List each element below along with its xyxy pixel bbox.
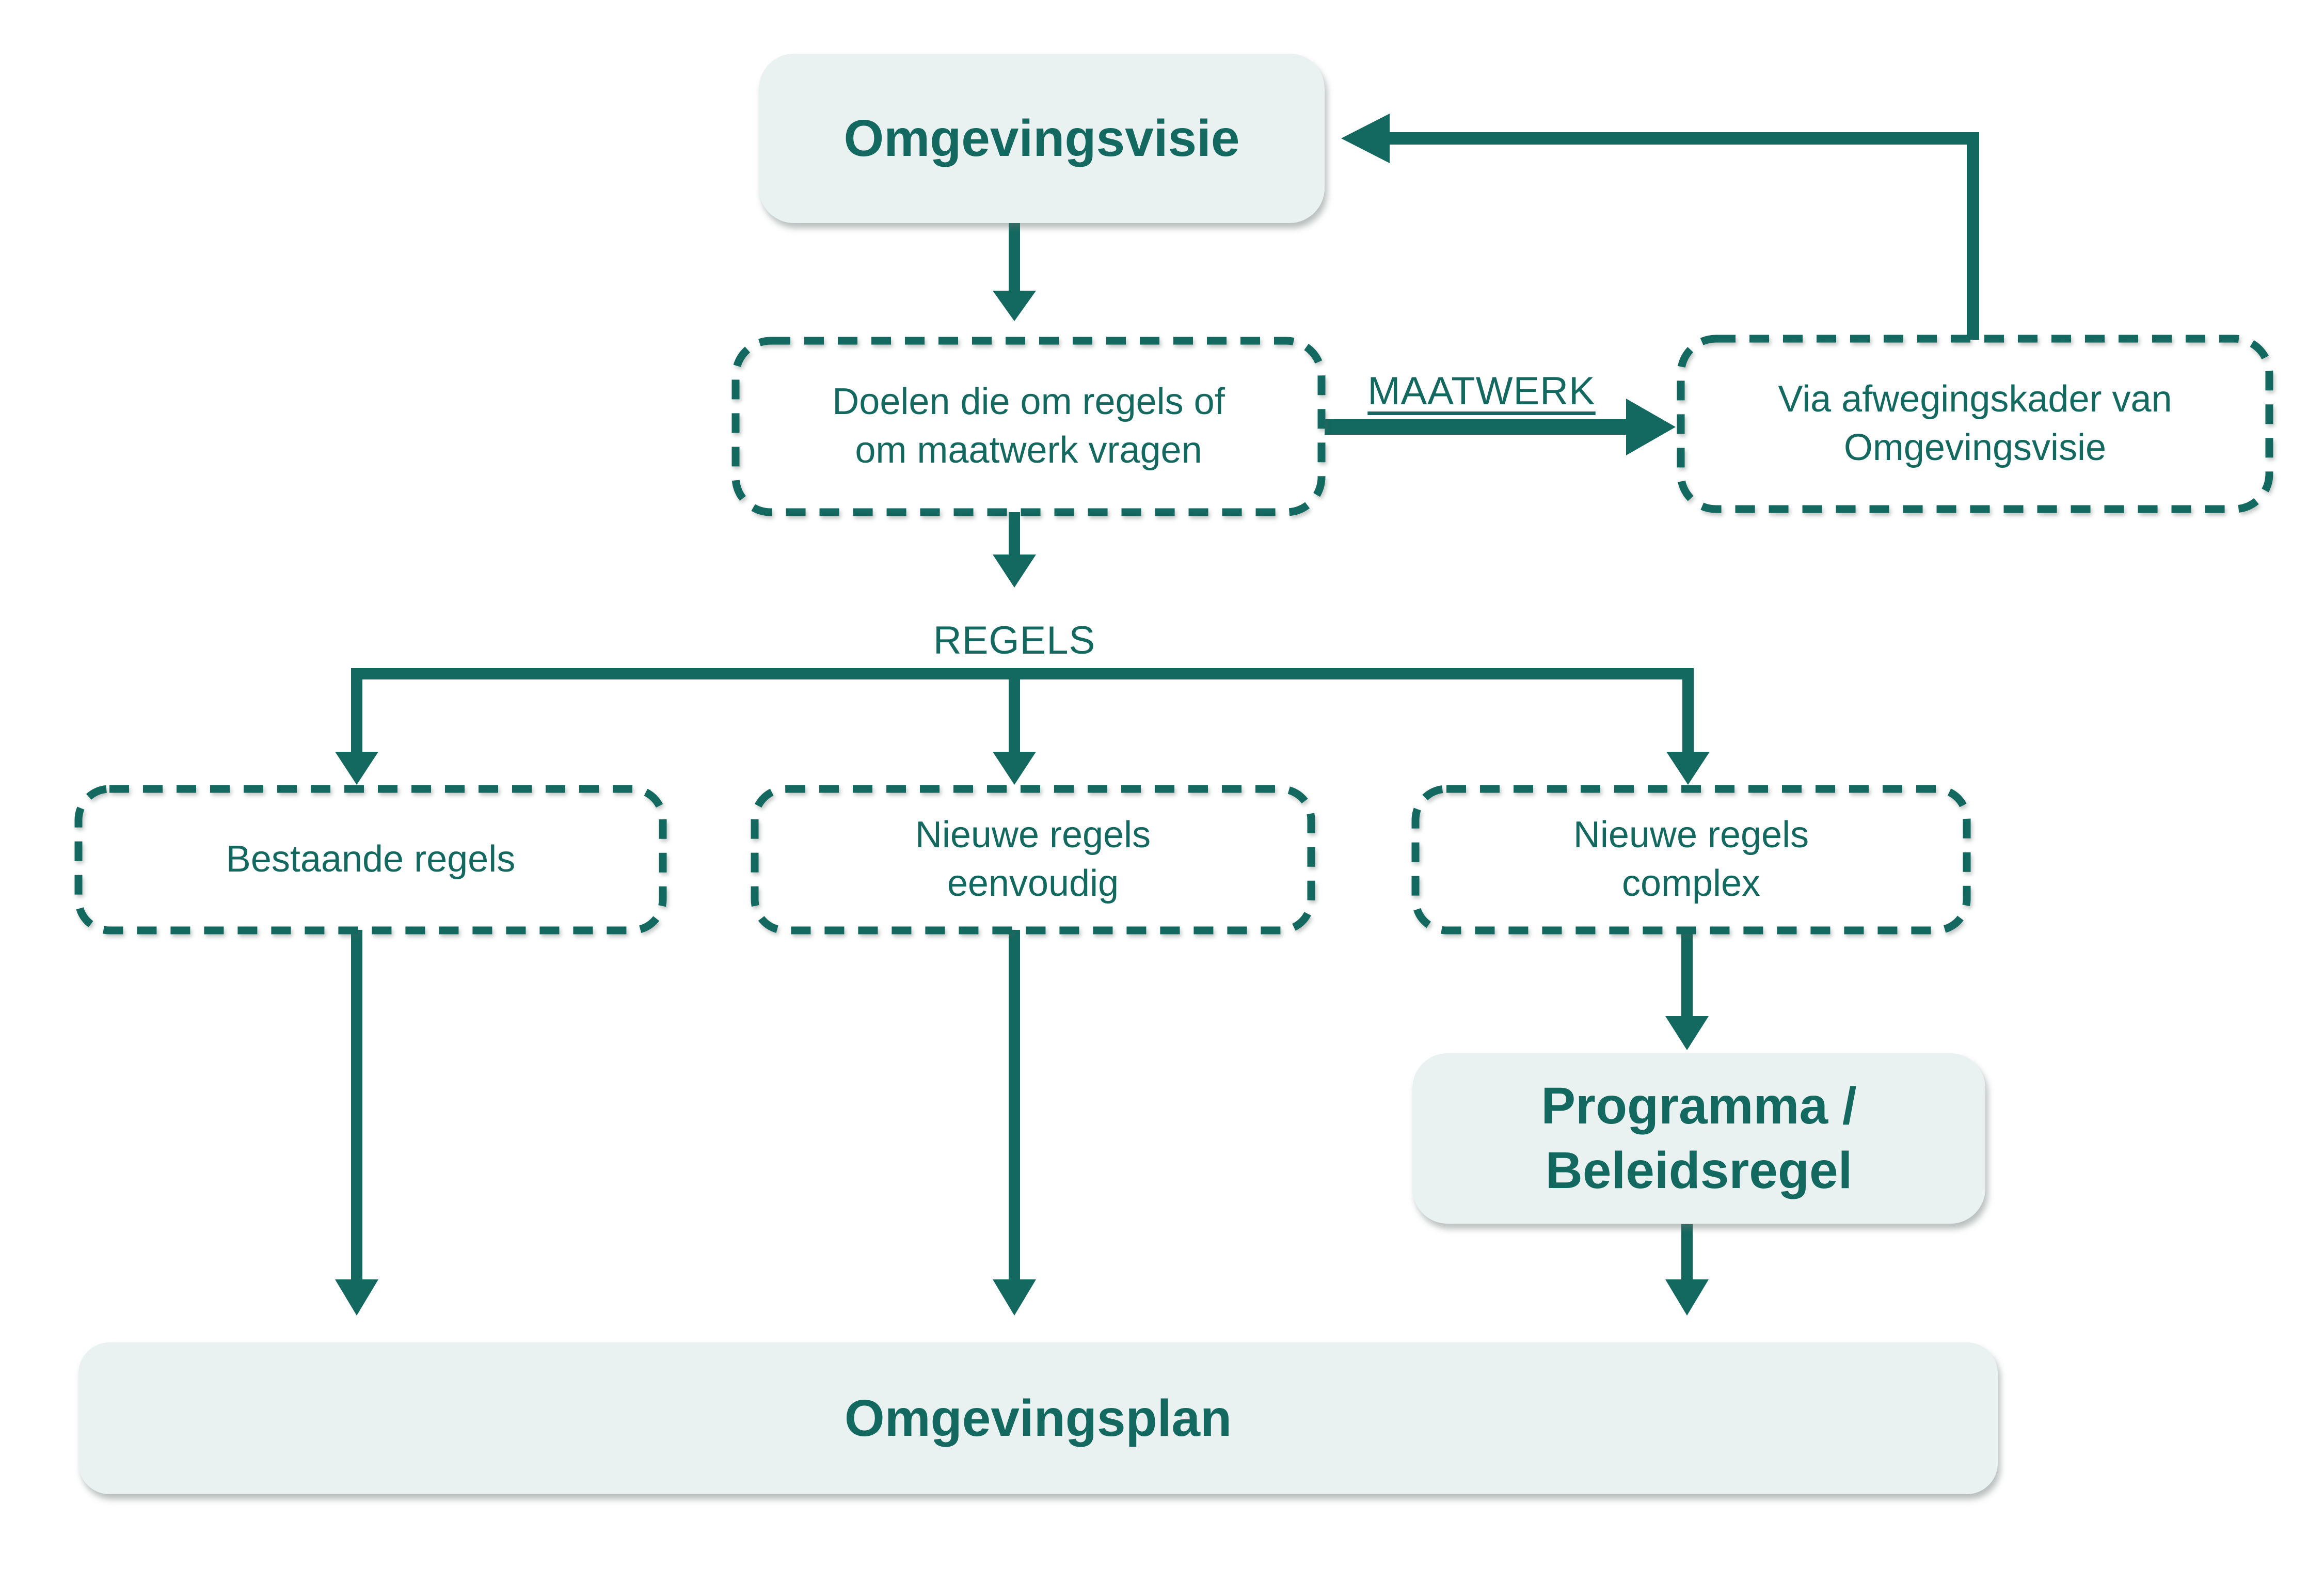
node-omgevingsplan — [78, 1342, 1998, 1494]
arrow-eenvoudig-to-plan — [993, 930, 1036, 1316]
arrow-bestaande-to-plan — [335, 930, 378, 1316]
arrow-complex-to-programma — [1665, 930, 1709, 1050]
node-via-afwegingskader-outline — [1677, 335, 2273, 513]
arrow-maatwerk — [1325, 399, 1676, 455]
node-nieuwe-regels-eenvoudig-outline — [751, 785, 1315, 935]
node-omgevingsvisie — [759, 54, 1325, 223]
node-nieuwe-regels-eenvoudig-label: Nieuwe regels eenvoudig — [915, 814, 1151, 904]
node-omgevingsplan-label: Omgevingsplan — [844, 1389, 1232, 1447]
node-nieuwe-regels-complex-label: Nieuwe regels complex — [1573, 814, 1809, 904]
arrow-programma-to-plan — [1665, 1224, 1709, 1316]
node-bestaande-regels-label: Bestaande regels — [226, 838, 516, 880]
node-doelen-label: Doelen die om regels of om maatwerk vrag… — [832, 381, 1225, 471]
edge-label-maatwerk: MAATWERK — [1367, 369, 1596, 413]
arrow-feedback-via-to-visie — [1341, 114, 1979, 340]
arrow-visie-to-doelen — [993, 223, 1036, 321]
edge-label-regels: REGELS — [933, 618, 1096, 662]
node-programma-beleidsregel-label: Programma / Beleidsregel — [1541, 1077, 1857, 1199]
node-doelen-outline — [731, 337, 1326, 516]
branch-line-regels — [335, 668, 1710, 785]
node-programma-beleidsregel — [1412, 1053, 1985, 1224]
arrow-doelen-to-regels — [993, 512, 1036, 588]
node-nieuwe-regels-complex-outline — [1411, 785, 1971, 935]
node-via-afwegingskader-label: Via afwegingskader van Omgevingsvisie — [1778, 378, 2172, 468]
node-omgevingsvisie-label: Omgevingsvisie — [843, 109, 1240, 167]
node-bestaande-regels-outline — [74, 785, 667, 935]
